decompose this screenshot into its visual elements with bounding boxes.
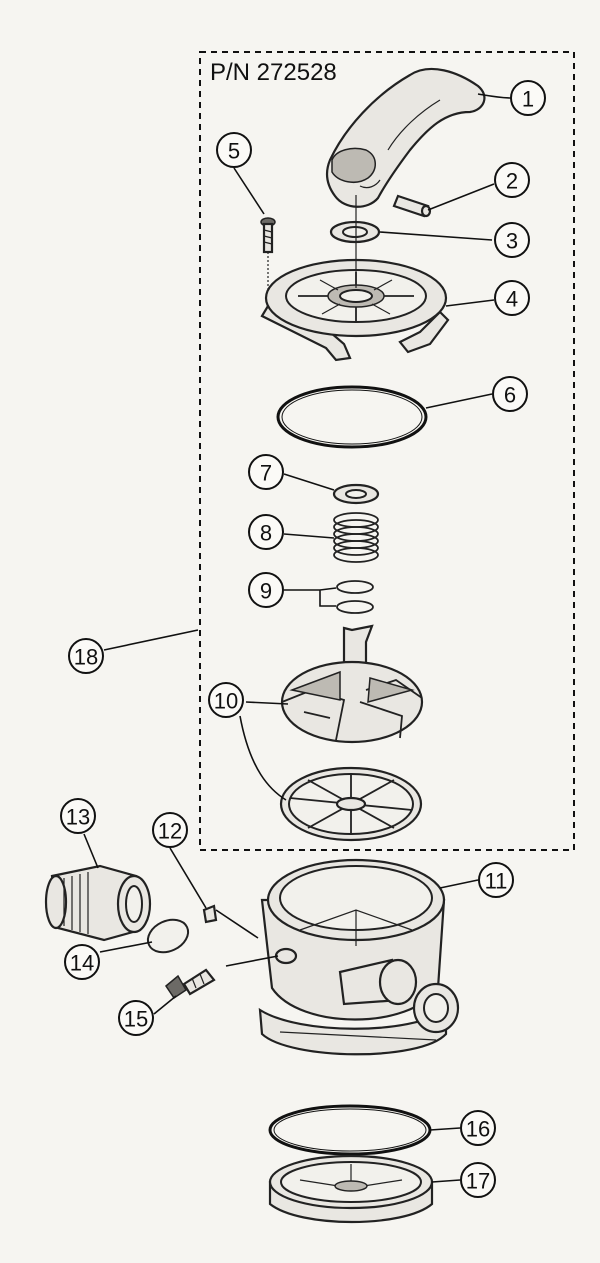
svg-text:16: 16 (466, 1117, 490, 1142)
svg-text:15: 15 (124, 1007, 148, 1032)
part-4-valve-cover (260, 195, 450, 362)
callout-15: 15 (118, 1000, 154, 1036)
part-number-label: P/N 272528 (210, 59, 337, 86)
svg-text:14: 14 (70, 951, 94, 976)
svg-text:2: 2 (506, 169, 518, 194)
svg-text:9: 9 (260, 579, 272, 604)
part-15-plug (165, 968, 216, 1000)
svg-text:11: 11 (485, 869, 508, 894)
svg-text:18: 18 (74, 645, 98, 670)
part-12-pin (202, 904, 218, 924)
callout-8: 8 (248, 514, 284, 550)
leader-lines (83, 93, 513, 1183)
svg-text:8: 8 (260, 521, 272, 546)
svg-text:6: 6 (504, 383, 516, 408)
part-17-base (268, 1154, 434, 1224)
svg-text:5: 5 (228, 139, 240, 164)
svg-text:12: 12 (158, 819, 182, 844)
part-9-o-rings (336, 580, 374, 614)
callout-5: 5 (216, 132, 252, 168)
part-13-adapter (44, 864, 152, 942)
callout-4: 4 (494, 280, 530, 316)
svg-text:13: 13 (66, 805, 90, 830)
svg-text:10: 10 (214, 689, 238, 714)
part-11-valve-body (258, 858, 460, 1056)
part-7-washer (332, 483, 380, 505)
part-8-spring (333, 512, 379, 563)
callout-14: 14 (64, 944, 100, 980)
callout-16: 16 (460, 1110, 496, 1146)
callout-6: 6 (492, 376, 528, 412)
part-10-rotor-and-gasket (279, 624, 424, 842)
part-14-disc (146, 918, 190, 954)
callout-17: 17 (460, 1162, 496, 1198)
callout-7: 7 (248, 454, 284, 490)
svg-text:17: 17 (466, 1169, 490, 1194)
svg-text:3: 3 (506, 229, 518, 254)
svg-text:1: 1 (522, 87, 534, 112)
part-6-o-ring (276, 385, 428, 449)
part-3-washer (329, 220, 381, 244)
callout-3: 3 (494, 222, 530, 258)
part-1-handle (325, 67, 486, 208)
callout-10: 10 (208, 682, 244, 718)
callout-13: 13 (60, 798, 96, 834)
kit-boundary-dashed-box (199, 51, 575, 851)
callout-12: 12 (152, 812, 188, 848)
part-2-pin (392, 194, 432, 218)
callout-18: 18 (68, 638, 104, 674)
svg-text:4: 4 (506, 287, 518, 312)
callout-2: 2 (494, 162, 530, 198)
part-16-gasket-ring (268, 1104, 432, 1156)
svg-text:7: 7 (260, 461, 272, 486)
callout-9: 9 (248, 572, 284, 608)
callout-11: 11 (478, 862, 514, 898)
callout-1: 1 (510, 80, 546, 116)
